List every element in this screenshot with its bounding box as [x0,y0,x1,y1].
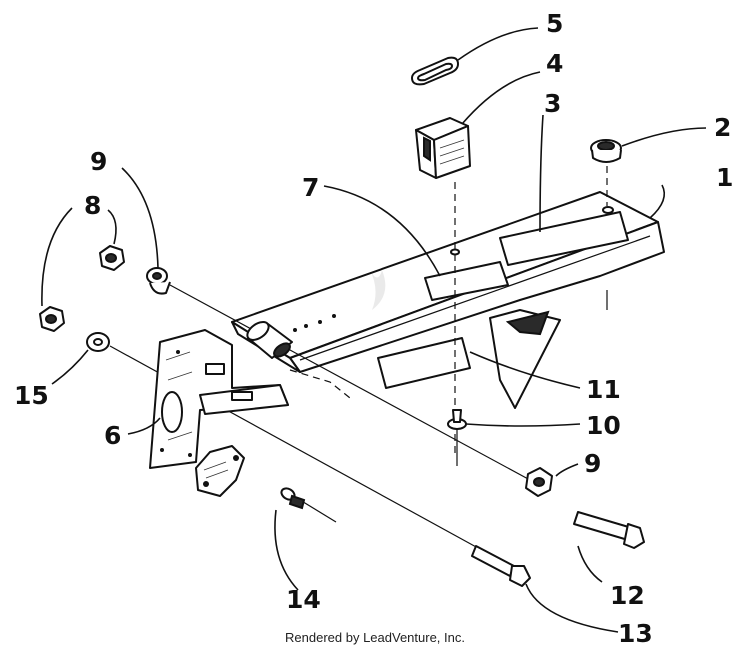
leader-lines [41,27,707,633]
callout-4: 4 [546,49,563,78]
bracket-6 [149,329,289,469]
watermark-logo [370,270,386,310]
rivet-14 [280,487,337,523]
bolt-13 [471,545,531,587]
plate [195,445,245,497]
footer-credit: Rendered by LeadVenture, Inc. [285,630,465,645]
decal-11 [377,337,471,389]
callout-15: 15 [14,381,49,410]
callout-3: 3 [544,89,561,118]
callout-8: 8 [84,191,101,220]
spacer-9-lower [525,467,553,497]
nut-8-lower [39,306,65,332]
callout-9-upper: 9 [90,147,107,176]
callout-7: 7 [302,173,319,202]
callout-12: 12 [610,581,645,610]
callout-9-lower: 9 [584,449,601,478]
callout-1: 1 [716,163,733,192]
sleeve [246,321,293,359]
fuse-holder-4 [415,117,471,179]
rivet-10 [447,409,467,466]
callout-10: 10 [586,411,621,440]
fuse-link-5 [411,56,459,86]
washer-15 [86,332,110,352]
callout-2: 2 [714,113,731,142]
callout-6: 6 [104,421,121,450]
decal-7 [424,261,509,301]
spacer-9-upper [146,267,171,295]
callout-numbers: 1 2 3 4 5 6 7 8 9 9 10 11 12 13 14 15 [14,9,733,648]
decal-3 [499,211,629,266]
callout-14: 14 [286,585,321,614]
callout-5: 5 [546,9,563,38]
bolt-12 [573,511,645,549]
grommet-2 [590,139,622,214]
nut-8-upper [99,245,125,271]
callout-11: 11 [586,375,621,404]
callout-13: 13 [618,619,653,648]
